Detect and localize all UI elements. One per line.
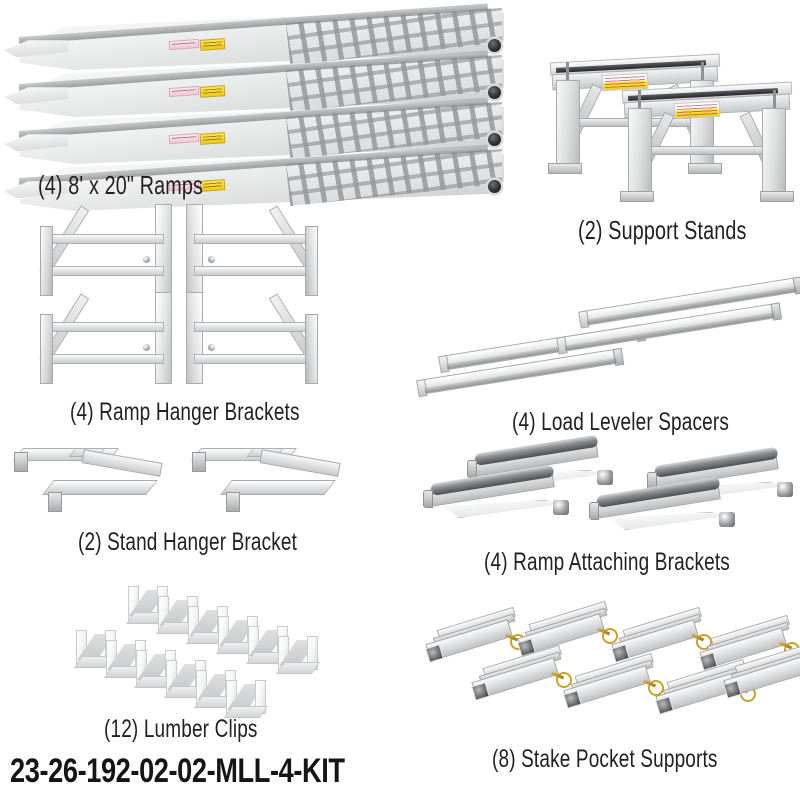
stand-foot [620, 191, 654, 202]
stand-pin [566, 62, 569, 82]
stand-foot [688, 163, 722, 174]
attaching-hook-end [423, 490, 433, 508]
attaching-pin-end [597, 470, 613, 485]
ramp-attaching-brackets-group [423, 434, 800, 546]
ramp-end-tube [488, 180, 501, 193]
attaching-plate [609, 512, 727, 530]
bracket-hook [192, 452, 206, 472]
ramp-hanger-brackets-group [39, 198, 330, 393]
ramps-group [2, 2, 522, 213]
hanger-post [186, 204, 203, 296]
stake-retaining-clip [556, 672, 572, 688]
label-stake-pocket-supports: (8) Stake Pocket Supports [492, 745, 718, 773]
attaching-pin-end [553, 500, 569, 515]
attaching-pin-end [719, 512, 735, 527]
ramp-end-tube [488, 133, 501, 146]
stand-hanger-bracket-group [12, 442, 342, 527]
clip-base [275, 662, 321, 674]
stand-pin [701, 62, 704, 82]
stand-leg [628, 108, 652, 192]
stake-pocket-support-item [517, 600, 618, 666]
ramp-hanger-bracket-item [186, 204, 319, 296]
bracket-hook [226, 492, 240, 512]
hanger-lower-arm [48, 266, 164, 276]
attaching-hook-end [467, 460, 477, 478]
hanger-upper-arm [194, 322, 310, 332]
attaching-pin-end [777, 482, 793, 497]
support-stand-item [618, 80, 796, 202]
hanger-post [155, 204, 172, 296]
hanger-end-post [305, 226, 318, 296]
ramp-warning-sticker [199, 179, 226, 192]
hanger-lower-arm [48, 354, 164, 364]
stake-pocket-supports-group [420, 600, 800, 742]
stand-hanger-bracket-item [190, 444, 342, 522]
hanger-upper-arm [48, 322, 164, 332]
stake-pocket-support-item [723, 642, 800, 708]
support-stands-group [540, 52, 800, 212]
hanger-end-post [40, 314, 53, 384]
hanger-bolt [208, 344, 215, 351]
stand-hanger-bracket-item [12, 444, 164, 522]
hanger-bolt [208, 256, 215, 263]
ramp-item [4, 143, 504, 211]
lumber-clip-item [275, 636, 321, 676]
stand-leg [556, 80, 580, 164]
bracket-cross-member [259, 449, 341, 477]
ramp-item [4, 2, 504, 70]
ramp-attaching-bracket-item [423, 464, 569, 526]
hanger-bolt [143, 344, 150, 351]
ramp-nose [4, 87, 68, 105]
product-sku: 23-26-192-02-02-MLL-4-KIT [10, 752, 345, 790]
spacer-end-cap [770, 302, 783, 321]
stand-foot [548, 163, 582, 174]
label-stand-hanger-bracket: (2) Stand Hanger Bracket [78, 528, 298, 556]
hanger-upper-arm [48, 234, 164, 244]
stand-leg [762, 108, 786, 192]
stand-cross-bar [646, 146, 768, 155]
label-ramp-hanger-brackets: (4) Ramp Hanger Brackets [70, 398, 300, 426]
hanger-end-post [305, 314, 318, 384]
ramp-nose [4, 40, 68, 58]
stand-foot [760, 191, 794, 202]
label-load-leveler-spacers: (4) Load Leveler Spacers [512, 408, 729, 436]
label-ramp-attaching-brackets: (4) Ramp Attaching Brackets [484, 548, 730, 576]
bracket-hook [48, 492, 62, 512]
label-ramps: (4) 8' x 20" Ramps [38, 170, 204, 200]
hanger-end-post [40, 226, 53, 296]
hanger-lower-arm [194, 266, 310, 276]
ramp-warning-sticker [199, 38, 226, 51]
stand-warning-label [673, 100, 721, 120]
ramp-nose [4, 134, 68, 152]
ramp-warning-sticker [199, 85, 226, 98]
lumber-clips-group [72, 584, 322, 718]
stand-pin [638, 90, 641, 110]
bracket-cross-member [81, 449, 163, 477]
stand-pin [773, 90, 776, 110]
ramp-end-tube [488, 86, 501, 99]
ramp-hanger-bracket-item [39, 292, 172, 384]
label-support-stands: (2) Support Stands [578, 215, 747, 245]
hanger-bolt [143, 256, 150, 263]
spacer-end-cap [792, 276, 800, 295]
stake-retaining-clip [602, 628, 618, 644]
hanger-upper-arm [194, 234, 310, 244]
hanger-post [155, 292, 172, 384]
label-lumber-clips: (12) Lumber Clips [104, 715, 258, 743]
load-leveler-spacers-group [416, 272, 800, 398]
bracket-hook [14, 452, 28, 472]
hanger-lower-arm [194, 354, 310, 364]
ramp-hanger-bracket-item [39, 204, 172, 296]
ramp-warning-sticker [199, 132, 226, 145]
lumber-clip-item [223, 680, 269, 720]
hanger-post [186, 292, 203, 384]
ramp-end-tube [488, 39, 501, 52]
attaching-plate [443, 500, 561, 518]
stake-pocket-support-item [471, 644, 572, 710]
stake-pocket-support-item [563, 652, 664, 718]
ramp-attaching-bracket-item [589, 476, 735, 538]
ramp-nose [4, 181, 68, 199]
ramp-hanger-bracket-item [186, 292, 319, 384]
attaching-hook-end [589, 502, 599, 520]
